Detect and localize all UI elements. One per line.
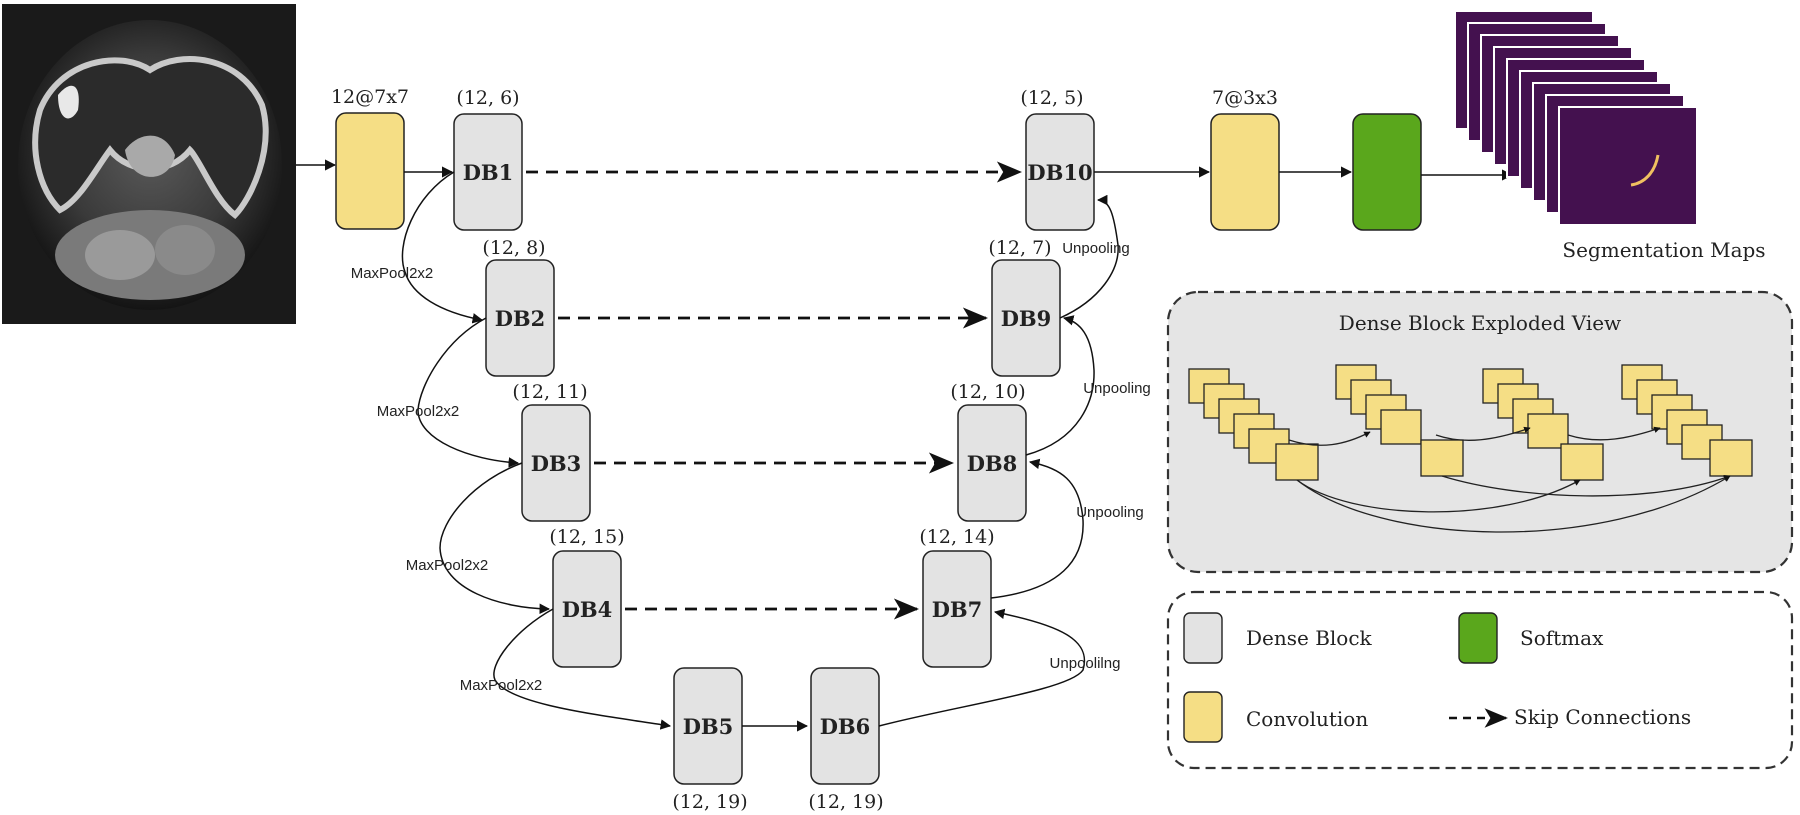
maxpool-label-2: MaxPool2x2 (377, 403, 460, 420)
dense-block-db4: DB4 (12, 15) (549, 526, 625, 668)
db10-dims: (12, 5) (1020, 87, 1083, 109)
db2-label: DB2 (495, 306, 546, 331)
db4-label: DB4 (562, 597, 613, 622)
downsampling-paths (401, 171, 672, 730)
down-db4-db5 (493, 608, 672, 730)
legend-convolution-swatch (1183, 691, 1223, 743)
dense-internal-connections (1288, 426, 1731, 533)
down-db2-db3 (417, 317, 520, 468)
db8-dims: (12, 10) (950, 381, 1025, 403)
dense-block-db10: DB10 (12, 5) (1020, 87, 1095, 231)
legend-softmax-label: Softmax (1520, 626, 1604, 650)
dense-block-db5: DB5 (12, 19) (672, 667, 748, 813)
up-db8-db9 (1025, 315, 1095, 456)
db9-dims: (12, 7) (988, 237, 1051, 259)
softmax-block (1352, 113, 1422, 231)
legend-skip-connections: Skip Connections (1449, 705, 1691, 729)
db9-label: DB9 (1001, 306, 1052, 331)
legend-softmax-swatch (1458, 612, 1498, 664)
legend-dense-block-swatch (1183, 612, 1223, 664)
db6-label: DB6 (820, 714, 871, 739)
legend-dense-block-label: Dense Block (1246, 626, 1373, 650)
down-db1-db2 (401, 171, 484, 324)
db2-dims: (12, 8) (482, 237, 545, 259)
db7-dims: (12, 14) (919, 526, 994, 548)
db10-label: DB10 (1027, 160, 1092, 185)
legend-convolution-label: Convolution (1246, 707, 1368, 731)
db4-dims: (12, 15) (549, 526, 624, 548)
dense-block-db7: DB7 (12, 14) (919, 526, 995, 668)
dense-block-db2: DB2 (12, 8) (482, 237, 555, 377)
dense-block-db1: DB1 (12, 6) (453, 87, 523, 231)
maxpool-label-1: MaxPool2x2 (351, 265, 434, 282)
unpooling-label-4: Unpooling (1062, 240, 1130, 257)
dense-block-db8: DB8 (12, 10) (950, 381, 1027, 522)
up-db9-db10 (1059, 194, 1119, 319)
maxpool-label-3: MaxPool2x2 (406, 557, 489, 574)
segmentation-maps-label: Segmentation Maps (1562, 238, 1765, 262)
upsampling-paths (878, 194, 1119, 727)
skip-connections (526, 161, 1023, 620)
db8-label: DB8 (967, 451, 1018, 476)
db5-dims: (12, 19) (672, 791, 747, 813)
legend-skip-label: Skip Connections (1514, 705, 1691, 729)
unpooling-label-2: Unpooling (1076, 504, 1144, 521)
unpooling-label-1: Unpoolilng (1050, 655, 1121, 672)
maxpool-label-4: MaxPool2x2 (460, 677, 543, 694)
dense-layer-group-3 (1482, 368, 1604, 481)
db3-dims: (12, 11) (512, 381, 587, 403)
dense-layer-group-1 (1188, 368, 1319, 481)
input-mri-image (2, 4, 296, 324)
last-convolution: 7@3x3 (1210, 87, 1280, 231)
legend-dense-block: Dense Block (1183, 612, 1373, 664)
dense-block-db9: DB9 (12, 7) (988, 237, 1061, 377)
unpooling-label-3: Unpooling (1083, 380, 1151, 397)
legend-convolution: Convolution (1183, 691, 1368, 743)
dense-block-view-title: Dense Block Exploded View (1339, 311, 1621, 335)
dense-block-exploded-panel: Dense Block Exploded View (1166, 290, 1794, 574)
legend-softmax: Softmax (1458, 612, 1604, 664)
up-db6-db7 (878, 608, 1086, 727)
legend-panel: Dense Block Softmax Convolution Skip Con… (1166, 590, 1794, 770)
up-db7-db8 (990, 458, 1084, 599)
last-conv-label: 7@3x3 (1212, 87, 1278, 109)
db5-label: DB5 (683, 714, 734, 739)
db3-label: DB3 (531, 451, 582, 476)
dense-layer-group-4 (1621, 364, 1753, 477)
dense-block-db6: DB6 (12, 19) (808, 667, 884, 813)
segmentation-mask-arc (1630, 154, 1660, 187)
first-conv-label: 12@7x7 (331, 86, 409, 108)
dense-block-db3: DB3 (12, 11) (512, 381, 591, 522)
db1-dims: (12, 6) (456, 87, 519, 109)
db6-dims: (12, 19) (808, 791, 883, 813)
segmentation-maps-stack: Segmentation Maps (1454, 10, 1766, 262)
down-db3-db4 (439, 462, 551, 615)
db7-label: DB7 (932, 597, 983, 622)
first-convolution: 12@7x7 (331, 86, 409, 230)
db1-label: DB1 (463, 160, 514, 185)
